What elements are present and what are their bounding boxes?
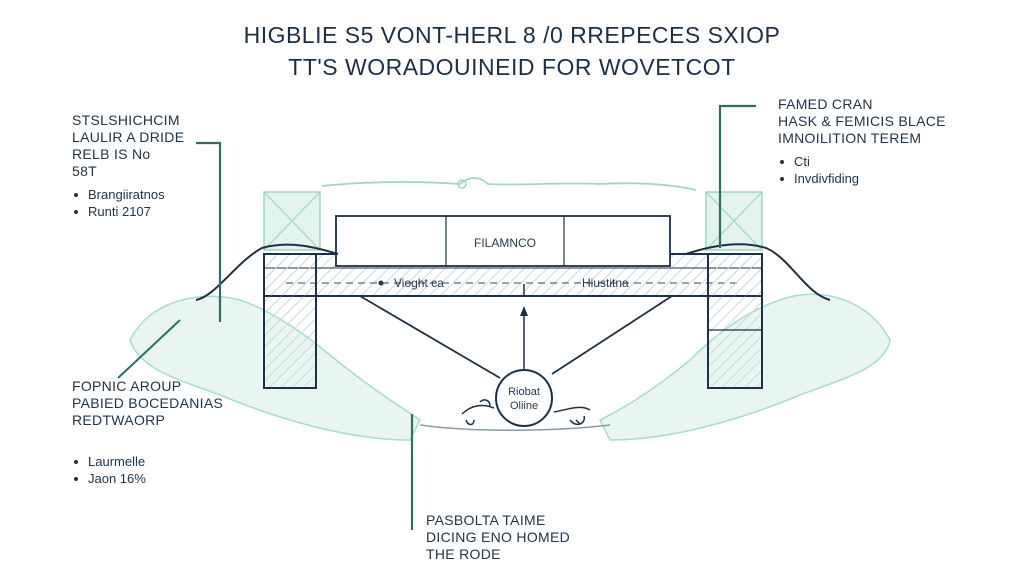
annotation-line: PABIED BOCEDANIAS <box>72 395 224 411</box>
end-block-left <box>263 191 321 251</box>
annotation-line: FOPNIC AROUP <box>72 378 182 394</box>
deck-label: FILAMNCO <box>474 236 536 250</box>
pier-left <box>263 253 317 389</box>
bullet-item: Laurmelle <box>72 453 223 470</box>
approach-curve-right <box>685 243 831 301</box>
annotation-mid-left: FOPNIC AROUP PABIED BOCEDANIAS REDTWAORP… <box>72 378 223 487</box>
diagram-title-line1: HIGBLIE S5 VONT-HERL 8 /0 RREPECES SXIOP <box>243 22 781 48</box>
annotation-line: RELB IS No <box>72 146 151 162</box>
stay-right <box>551 295 673 375</box>
diagram-title-line2: TT'S WORADOUINEID FOR WOVETCOT <box>288 54 736 80</box>
beam-right-label: Hiustitna <box>582 276 629 290</box>
bullet-item: Jaon 16% <box>72 470 223 487</box>
bullet-item: Invdivfiding <box>778 170 946 187</box>
bullet-item: Runti 2107 <box>72 203 184 220</box>
deck-box <box>335 215 671 267</box>
tie-knot <box>457 179 467 189</box>
hub-arrow-icon <box>520 306 528 316</box>
leader-mid-left <box>117 319 181 379</box>
annotation-line: THE RODE <box>426 546 501 562</box>
ground-line <box>419 424 611 431</box>
tie-line-top <box>321 177 697 191</box>
annotation-bottom: PASBOLTA TAIME DICING ENO HOMED THE RODE <box>426 512 570 563</box>
beam-left-label: Vioght ca <box>394 276 444 290</box>
hand-left-icon <box>461 399 495 426</box>
annotation-bullets: Cti Invdivfiding <box>778 153 946 187</box>
hub-circle <box>495 369 553 427</box>
approach-curve-left <box>195 243 339 301</box>
leader-top-right <box>718 104 756 248</box>
end-block-right <box>705 191 763 251</box>
annotation-line: DICING ENO HOMED <box>426 529 571 545</box>
annotation-line: REDTWAORP <box>72 412 166 428</box>
annotation-line: LAULIR A DRIDE <box>72 129 185 145</box>
bullet-item: Brangiiratnos <box>72 186 184 203</box>
annotation-top-right: FAMED CRAN HASK & FEMICIS BLACE IMNOILIT… <box>778 96 946 187</box>
leader-top-left <box>196 141 222 322</box>
stay-left <box>359 295 501 379</box>
annotation-line: 58T <box>72 163 98 179</box>
annotation-line: STSLSHICHCIM <box>72 112 180 128</box>
annotation-line: PASBOLTA TAIME <box>426 512 546 528</box>
annotation-line: IMNOILITION TEREM <box>778 130 922 146</box>
beam-left-dot <box>378 280 384 286</box>
annotation-bullets: Brangiiratnos Runti 2107 <box>72 186 184 220</box>
hub-label-line2: Oliine <box>510 400 538 412</box>
bullet-item: Cti <box>778 153 946 170</box>
annotation-line: HASK & FEMICIS BLACE <box>778 113 946 129</box>
hub-label-line1: Riobat <box>508 386 540 398</box>
annotation-top-left: STSLSHICHCIM LAULIR A DRIDE RELB IS No 5… <box>72 112 184 220</box>
pier-right <box>707 253 763 389</box>
hand-right-icon <box>553 406 591 426</box>
annotation-bullets: Laurmelle Jaon 16% <box>72 453 223 487</box>
annotation-line: FAMED CRAN <box>778 96 873 112</box>
